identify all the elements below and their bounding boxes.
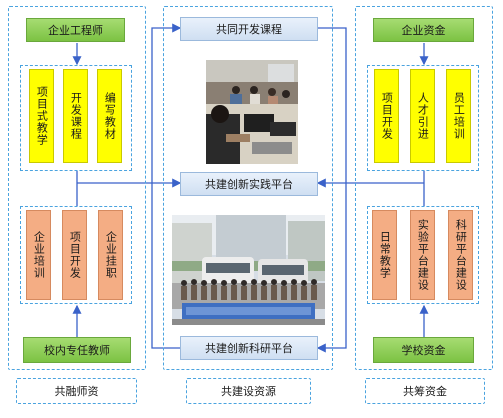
enterprise-engineer-box: 企业工程师 <box>26 18 125 42</box>
enterprise-funds-label: 企业资金 <box>401 24 446 37</box>
right-lower-group <box>367 206 479 304</box>
group-photo <box>172 215 325 325</box>
arrow-research-to-course-left <box>151 23 182 349</box>
school-funds-label: 学校资金 <box>401 344 446 357</box>
middle-footer: 共建设资源 <box>186 378 311 404</box>
right-footer: 共筹资金 <box>365 378 485 404</box>
school-teacher-box: 校内专任教师 <box>23 337 131 363</box>
practice-platform-box: 共建创新实践平台 <box>180 172 318 196</box>
right-lower-item-1: 日常教学 <box>372 210 397 300</box>
right-upper-item-2: 人才引进 <box>410 69 435 163</box>
course-box: 共同开发课程 <box>180 17 318 41</box>
research-platform-label: 共建创新科研平台 <box>205 342 293 355</box>
left-lower-group <box>20 206 132 304</box>
left-upper-group <box>20 65 132 171</box>
left-upper-item-1: 项目式教学 <box>29 69 54 163</box>
classroom-photo <box>206 60 298 164</box>
left-lower-item-2: 项目开发 <box>62 210 87 300</box>
left-lower-item-3: 企业挂职 <box>98 210 123 300</box>
school-teacher-label: 校内专任教师 <box>44 344 110 357</box>
left-upper-item-3: 编写教材 <box>97 69 122 163</box>
practice-platform-label: 共建创新实践平台 <box>205 178 293 191</box>
school-funds-box: 学校资金 <box>373 337 474 363</box>
left-footer: 共融师资 <box>16 378 137 404</box>
left-upper-item-2: 开发课程 <box>63 69 88 163</box>
right-upper-item-3: 员工培训 <box>446 69 471 163</box>
left-lower-item-1: 企业培训 <box>26 210 51 300</box>
right-column-frame <box>355 6 493 370</box>
left-column-frame <box>8 6 146 370</box>
course-label: 共同开发课程 <box>216 23 282 36</box>
right-upper-group <box>367 65 479 171</box>
right-upper-item-1: 项目开发 <box>374 69 399 163</box>
middle-column-frame <box>163 6 333 370</box>
research-platform-box: 共建创新科研平台 <box>180 336 318 360</box>
right-lower-item-3: 科研平台建设 <box>448 210 473 300</box>
enterprise-funds-box: 企业资金 <box>373 18 474 42</box>
enterprise-engineer-label: 企业工程师 <box>48 24 103 37</box>
right-lower-item-2: 实验平台建设 <box>410 210 435 300</box>
